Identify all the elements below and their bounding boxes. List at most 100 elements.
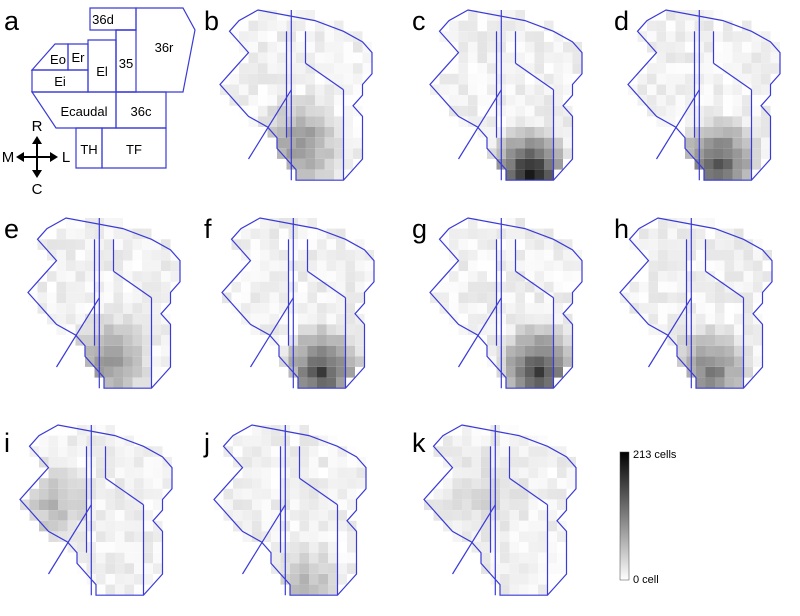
heatmap-cell bbox=[336, 292, 346, 304]
heatmap-cell bbox=[96, 488, 106, 500]
heatmap-cell bbox=[544, 335, 554, 346]
heatmap-cell bbox=[544, 169, 554, 181]
heatmap-cell bbox=[85, 345, 95, 357]
heatmap-cell bbox=[337, 478, 347, 489]
heatmap-cell bbox=[666, 105, 676, 117]
heatmap-cell bbox=[696, 239, 706, 250]
heatmap-cell bbox=[143, 542, 153, 553]
heatmap-cell bbox=[355, 292, 365, 304]
heatmap-cell bbox=[132, 292, 142, 304]
heatmap-cell bbox=[439, 73, 449, 85]
heatmap-cell bbox=[261, 425, 271, 436]
region-border bbox=[451, 504, 496, 575]
heatmap-cell bbox=[639, 303, 649, 314]
panel-f: f bbox=[204, 214, 375, 389]
heatmap-cell bbox=[515, 228, 525, 240]
heatmap-cell bbox=[753, 281, 763, 293]
heatmap-cell bbox=[39, 488, 49, 500]
heatmap-cell bbox=[656, 63, 666, 74]
heatmap-cell bbox=[704, 20, 714, 32]
heatmap-cell bbox=[250, 281, 260, 293]
heatmap-cell bbox=[345, 367, 355, 378]
heatmap-cell bbox=[713, 127, 723, 138]
heatmap-cell bbox=[296, 105, 306, 117]
heatmap-cell bbox=[77, 488, 87, 500]
heatmap-cell bbox=[298, 239, 308, 250]
heatmap-cell bbox=[734, 281, 744, 293]
heatmap-cell bbox=[123, 249, 133, 261]
heatmap-cell bbox=[713, 31, 723, 42]
heatmap-cell bbox=[477, 73, 487, 85]
heatmap-cell bbox=[487, 313, 497, 325]
heatmap-cell bbox=[462, 425, 472, 436]
heatmap-cell bbox=[277, 52, 287, 64]
heatmap-cell bbox=[506, 10, 516, 21]
heatmap-cell bbox=[67, 446, 77, 457]
heatmap-cell bbox=[471, 446, 481, 457]
heatmap-cell bbox=[299, 478, 309, 489]
heatmap-cell bbox=[279, 313, 289, 325]
heatmap-cell bbox=[355, 345, 365, 357]
heatmap-cell bbox=[481, 456, 491, 468]
heatmap-cell bbox=[315, 95, 325, 106]
heatmap-cell bbox=[553, 249, 563, 261]
heatmap-cell bbox=[557, 552, 567, 564]
heatmap-cell bbox=[277, 20, 287, 32]
heatmap-cell bbox=[67, 488, 77, 500]
heatmap-cell bbox=[724, 335, 734, 346]
heatmap-cell bbox=[47, 303, 57, 314]
heatmap-cell bbox=[271, 446, 281, 457]
heatmap-cell bbox=[307, 249, 317, 261]
heatmap-cell bbox=[267, 41, 277, 53]
region-label-eo: Eo bbox=[50, 52, 66, 67]
heatmap-cell bbox=[667, 239, 677, 250]
heatmap-cell bbox=[724, 324, 734, 335]
heatmap-cell bbox=[468, 239, 478, 250]
heatmap-cell bbox=[753, 292, 763, 304]
heatmap-cell bbox=[29, 488, 39, 500]
heatmap-cell bbox=[239, 73, 249, 85]
heatmap-cell bbox=[487, 271, 497, 282]
panel-label-b: b bbox=[204, 6, 219, 36]
heatmap-cells-c bbox=[430, 10, 582, 181]
heatmap-cell bbox=[105, 531, 115, 542]
heatmap-cells-e bbox=[28, 218, 180, 389]
heatmap-cell bbox=[477, 239, 487, 250]
heatmap-cell bbox=[525, 292, 535, 304]
heatmap-cell bbox=[449, 271, 459, 282]
heatmap-cell bbox=[115, 552, 125, 564]
heatmap-cell bbox=[343, 41, 353, 53]
heatmap-cell bbox=[557, 488, 567, 500]
region-label-36c: 36c bbox=[131, 104, 152, 119]
heatmap-cell bbox=[132, 345, 142, 357]
heatmap-cell bbox=[477, 249, 487, 261]
panel-c: c bbox=[412, 6, 583, 181]
heatmap-cell bbox=[47, 239, 57, 250]
heatmap-cell bbox=[324, 95, 334, 106]
heatmap-cell bbox=[47, 271, 57, 282]
heatmap-cell bbox=[753, 335, 763, 346]
heatmap-cell bbox=[269, 260, 279, 272]
heatmap-cell bbox=[326, 271, 336, 282]
heatmap-cell bbox=[544, 73, 554, 85]
heatmap-cell bbox=[696, 218, 706, 229]
heatmap-cell bbox=[134, 446, 144, 457]
heatmap-cell bbox=[477, 20, 487, 32]
heatmap-cell bbox=[248, 73, 258, 85]
heatmap-cell bbox=[705, 228, 715, 240]
heatmap-cell bbox=[96, 446, 106, 457]
heatmap-cell bbox=[239, 63, 249, 74]
heatmap-cell bbox=[67, 478, 77, 489]
heatmap-cell bbox=[248, 95, 258, 106]
heatmap-cell bbox=[85, 260, 95, 272]
heatmap-cell bbox=[515, 281, 525, 293]
heatmap-cell bbox=[298, 303, 308, 314]
heatmap-cell bbox=[534, 63, 544, 74]
heatmap-cell bbox=[534, 324, 544, 335]
heatmap-cell bbox=[250, 324, 260, 335]
panel-label-g: g bbox=[412, 214, 427, 244]
heatmap-cell bbox=[515, 377, 525, 389]
heatmap-cell bbox=[115, 446, 125, 457]
heatmap-cell bbox=[572, 271, 582, 282]
heatmap-cell bbox=[77, 552, 87, 564]
